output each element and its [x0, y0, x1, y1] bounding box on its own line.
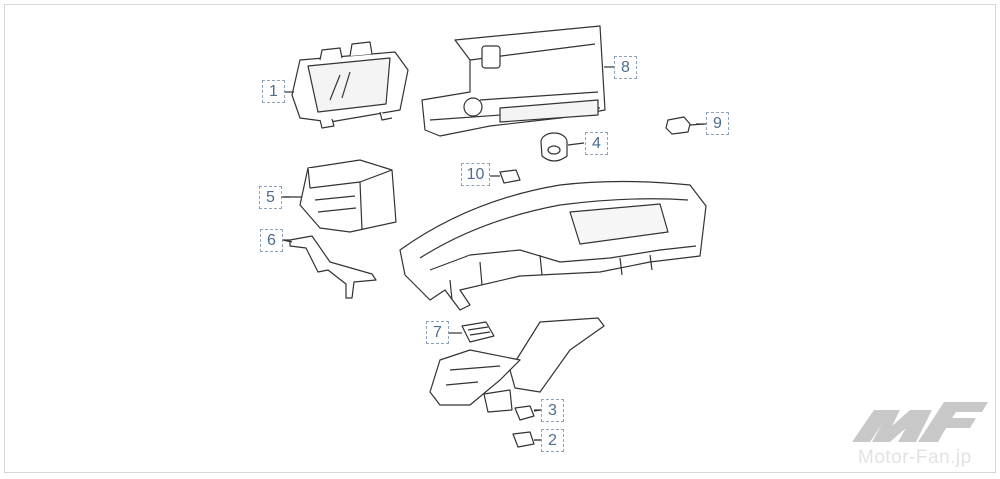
part-knob-4	[540, 132, 585, 162]
part-control-unit-5	[283, 159, 397, 233]
part-clip-10	[490, 169, 521, 184]
callout-7: 7	[426, 321, 449, 344]
callout-3: 3	[541, 399, 564, 422]
motor-fan-logo-icon	[852, 402, 988, 442]
part-instrument-cluster	[291, 41, 409, 129]
logo-text: Motor-Fan.jp	[858, 447, 972, 468]
part-lower-panel	[429, 317, 605, 413]
callout-8: 8	[614, 56, 637, 79]
callout-9: 9	[706, 112, 729, 135]
part-switch-3	[514, 405, 542, 421]
part-switch-9	[665, 116, 705, 135]
callout-5: 5	[259, 186, 282, 209]
part-instrument-panel-reinforcement	[399, 180, 707, 311]
callout-4: 4	[585, 132, 608, 155]
callout-6: 6	[260, 229, 283, 252]
part-bracket-6	[282, 235, 377, 299]
callout-1: 1	[262, 80, 285, 103]
diagram-frame	[4, 4, 996, 473]
part-vent-7	[449, 321, 495, 343]
callout-2: 2	[541, 429, 564, 452]
part-instrument-panel-upper	[421, 25, 606, 137]
callout-10: 10	[461, 163, 490, 186]
